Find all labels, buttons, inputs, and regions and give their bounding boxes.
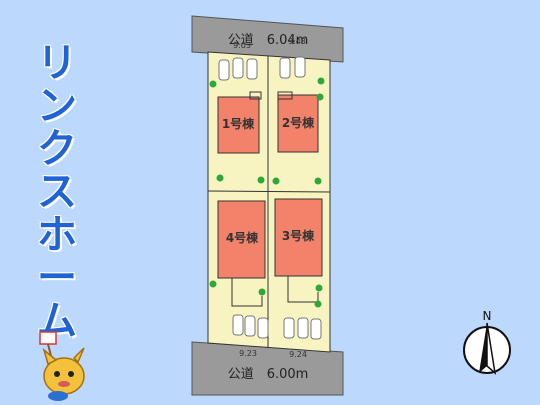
car-icon (232, 57, 244, 79)
tree-icon (316, 93, 324, 101)
frontage-label: 9.43 (288, 37, 306, 46)
tree-icon (317, 77, 325, 85)
car-icon (310, 318, 322, 340)
tree-icon (315, 284, 323, 292)
lot-label-4: 4号棟 (226, 230, 259, 245)
compass-icon: N (463, 309, 511, 375)
porch (226, 277, 263, 307)
brand-char: ク (37, 126, 77, 172)
brand-logo: リ ン ク ス ホ ー ム (28, 42, 86, 343)
lot-label-1: 1号棟 (222, 116, 255, 131)
car-icon (244, 315, 256, 337)
tree-icon (209, 280, 217, 288)
tree-icon (314, 177, 322, 185)
lot-divider-horizontal (207, 190, 331, 193)
porch (284, 275, 319, 303)
porch (277, 91, 293, 100)
north-road (191, 15, 344, 63)
building-1 (217, 96, 260, 154)
lot-label-2: 2号棟 (282, 115, 315, 130)
car-icon (246, 58, 258, 80)
frontage-label: 9.24 (289, 350, 307, 359)
porch (249, 91, 262, 100)
brand-char: ホ (37, 212, 77, 258)
north-road-label: 公道 6.04m (228, 33, 309, 48)
tree-icon (272, 177, 280, 185)
compass-north-label: N (483, 309, 492, 323)
car-icon (232, 314, 244, 336)
car-icon (283, 317, 295, 339)
car-icon (257, 317, 269, 339)
car-icon (297, 317, 309, 339)
mascot-icon (39, 331, 85, 401)
brand-char: ス (37, 169, 77, 215)
tree-icon (314, 300, 322, 308)
brand-char: ン (37, 83, 77, 129)
tree-icon (258, 288, 266, 296)
building-3 (274, 198, 323, 277)
building-4 (217, 200, 266, 279)
brand-char: ー (37, 255, 77, 301)
car-icon (294, 56, 306, 78)
tree-icon (216, 174, 224, 182)
building-2 (277, 94, 319, 153)
car-icon (218, 59, 230, 81)
tree-icon (209, 80, 217, 88)
south-road-label: 公道 6.00m (228, 367, 309, 382)
brand-char: リ (37, 40, 77, 86)
frontage-label: 9.23 (239, 349, 257, 358)
tree-icon (257, 176, 265, 184)
frontage-label: 9.03 (233, 41, 251, 50)
car-icon (279, 57, 291, 79)
lot-label-3: 3号棟 (282, 228, 315, 243)
